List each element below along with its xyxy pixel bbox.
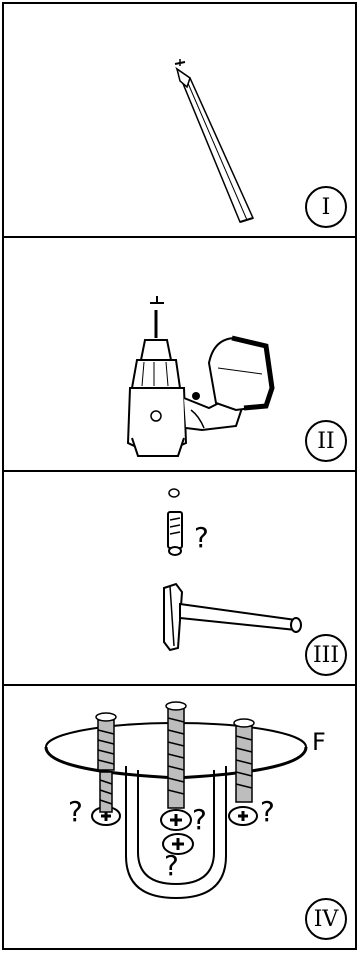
step-panel-3: ? III [2, 470, 357, 686]
hammer-icon [4, 472, 355, 684]
step-panel-1: I [2, 2, 357, 238]
drill-icon [4, 238, 355, 470]
pencil-icon [4, 4, 355, 236]
screw-question-mark-left: ? [68, 798, 83, 826]
step-panel-2: II [2, 236, 357, 472]
step-number-badge: II [305, 420, 347, 462]
hook-question-mark: ? [164, 852, 179, 880]
step-panel-4: ? ? ? ? F IV [2, 684, 357, 950]
hook-screws-icon [4, 686, 355, 948]
screw-question-mark-center: ? [192, 806, 207, 834]
anchor-question-mark: ? [194, 524, 209, 552]
screw-question-mark-right: ? [260, 798, 275, 826]
step-number-badge: I [305, 186, 347, 228]
step-number-badge: IV [305, 898, 347, 940]
flange-label: F [312, 730, 326, 754]
step-number-badge: III [305, 634, 347, 676]
